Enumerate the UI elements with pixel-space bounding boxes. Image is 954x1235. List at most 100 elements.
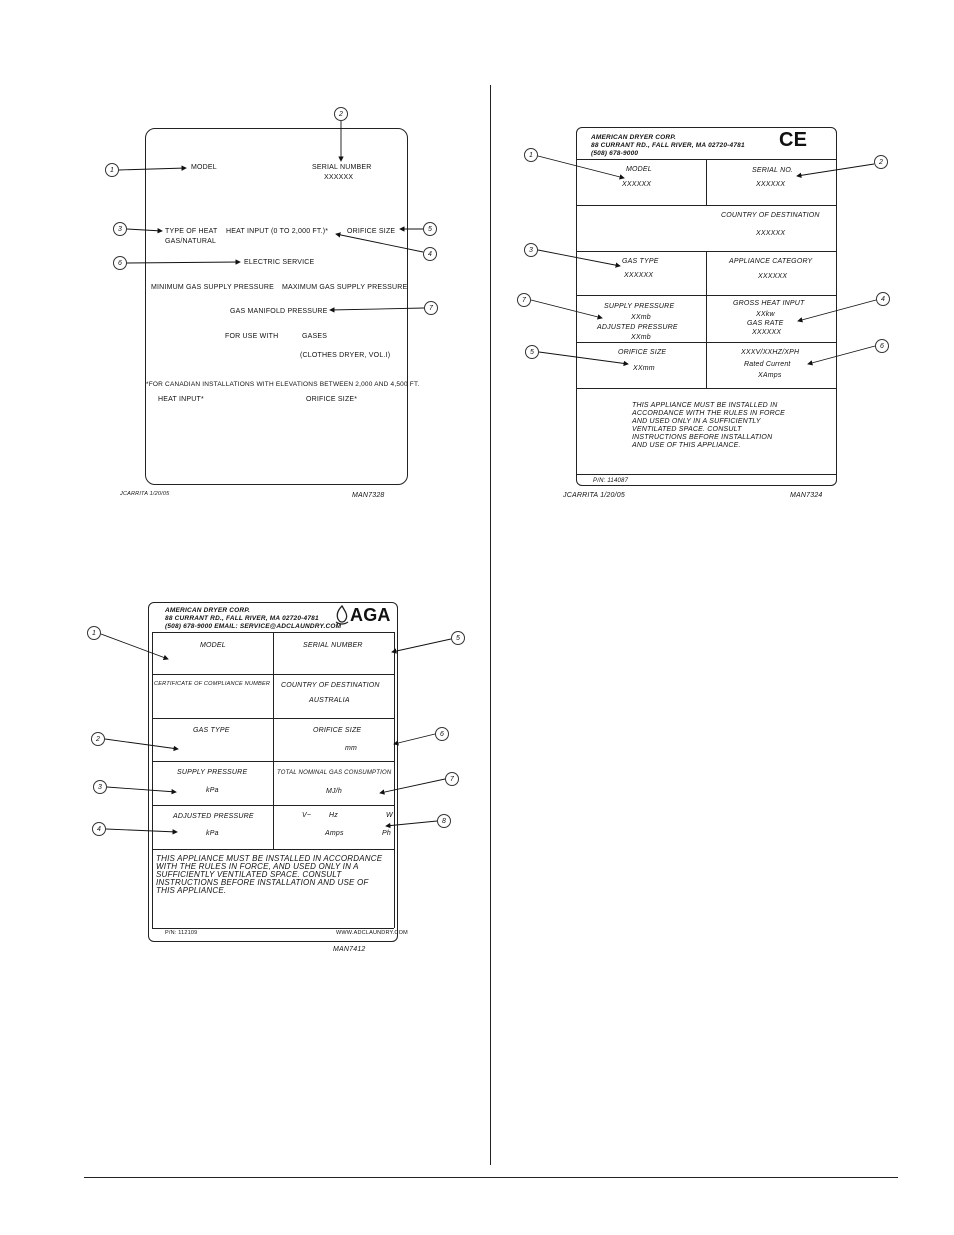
- plate-b-amps: XAmps: [758, 372, 782, 379]
- notice-line: THIS APPLIANCE MUST BE INSTALLED IN: [632, 402, 778, 409]
- plate-b-man: MAN7324: [790, 492, 823, 499]
- plate-c-web: WWW.ADCLAUNDRY.COM: [336, 930, 408, 936]
- plate-b-rated-current: Rated Current: [744, 361, 791, 368]
- plate-c-hz: Hz: [329, 812, 338, 819]
- plate-b-callout-4: 4: [876, 292, 890, 306]
- notice-line: AND USED ONLY IN A SUFFICIENTLY: [632, 418, 761, 425]
- plate-a: [145, 128, 408, 485]
- plate-c-mjh: MJ/h: [326, 788, 342, 795]
- plate-b-grid: [706, 159, 707, 205]
- plate-c-ph: Ph: [382, 830, 391, 837]
- plate-b-serial: SERIAL NO.: [752, 167, 794, 174]
- aga-logo-icon: [335, 604, 349, 625]
- plate-a-electric-service: ELECTRIC SERVICE: [244, 259, 315, 266]
- plate-a-man: MAN7328: [352, 492, 385, 499]
- plate-b-gas-type: GAS TYPE: [622, 258, 659, 265]
- plate-c-supply: SUPPLY PRESSURE: [177, 769, 248, 776]
- plate-b-callout-2: 2: [874, 155, 888, 169]
- plate-b-gas-rate-value: XXXXXX: [752, 329, 782, 336]
- plate-a-for-use-with: FOR USE WITH: [225, 333, 279, 340]
- plate-a-heat-input-2: HEAT INPUT*: [158, 396, 204, 403]
- plate-c-callout-7: 7: [445, 772, 459, 786]
- plate-b-grid: [576, 205, 837, 206]
- plate-c-gas-type: GAS TYPE: [193, 727, 230, 734]
- plate-b-orifice: ORIFICE SIZE: [618, 349, 667, 356]
- plate-b-supply-pressure: SUPPLY PRESSURE: [604, 303, 675, 310]
- plate-a-serial-number: SERIAL NUMBER: [312, 164, 372, 171]
- plate-a-callout-3: 3: [113, 222, 127, 236]
- notice-line: INSTRUCTIONS BEFORE INSTALLATION: [632, 434, 773, 441]
- notice-line: VENTILATED SPACE. CONSULT: [632, 426, 742, 433]
- plate-c-v: V~: [302, 812, 312, 819]
- plate-b-callout-6: 6: [875, 339, 889, 353]
- plate-c-country: COUNTRY OF DESTINATION: [281, 682, 380, 689]
- plate-c-callout-4: 4: [92, 822, 106, 836]
- plate-b-phone: (508) 678-9000: [591, 150, 639, 157]
- plate-c-consumption: TOTAL NOMINAL GAS CONSUMPTION: [277, 770, 392, 776]
- plate-b-address: 88 CURRANT RD., FALL RIVER, MA 02720-478…: [591, 142, 745, 149]
- plate-b-appliance-category-value: XXXXXX: [758, 273, 788, 280]
- plate-c-notice: THIS APPLIANCE MUST BE INSTALLED IN ACCO…: [156, 855, 382, 895]
- plate-a-callout-4: 4: [423, 247, 437, 261]
- plate-b-callout-7: 7: [517, 293, 531, 307]
- plate-c-grid: [152, 632, 153, 928]
- notice-line: INSTRUCTIONS BEFORE INSTALLATION AND USE…: [156, 878, 369, 887]
- plate-b-grid: [576, 474, 837, 475]
- plate-c-grid: [152, 928, 394, 929]
- notice-line: THIS APPLIANCE MUST BE INSTALLED IN ACCO…: [156, 854, 383, 863]
- plate-b-supply-value: XXmb: [631, 314, 651, 321]
- plate-b-callout-1: 1: [524, 148, 538, 162]
- plate-a-callout-2: 2: [334, 107, 348, 121]
- notice-line: SUFFICIENTLY VENTILATED SPACE. CONSULT: [156, 870, 342, 879]
- plate-b-author: JCARRITA 1/20/05: [563, 492, 625, 499]
- plate-c-kpa-1: kPa: [206, 787, 219, 794]
- plate-b-serial-value: XXXXXX: [756, 181, 786, 188]
- aga-logo-text: AGA: [350, 605, 391, 625]
- plate-b-orifice-value: XXmm: [633, 365, 655, 372]
- plate-a-type-of-heat: TYPE OF HEAT: [165, 228, 218, 235]
- plate-b-notice: THIS APPLIANCE MUST BE INSTALLED IN ACCO…: [632, 402, 785, 449]
- plate-a-gases: GASES: [302, 333, 328, 340]
- plate-b-grid: [576, 388, 837, 389]
- plate-a-canadian-note: *FOR CANADIAN INSTALLATIONS WITH ELEVATI…: [146, 381, 420, 388]
- plate-c-callout-6: 6: [435, 727, 449, 741]
- plate-c-model: MODEL: [200, 642, 226, 649]
- plate-a-min-gas: MINIMUM GAS SUPPLY PRESSURE: [151, 284, 274, 291]
- plate-a-author: JCARRITA 1/20/05: [120, 491, 170, 497]
- plate-a-heat-input: HEAT INPUT (0 TO 2,000 FT.)*: [226, 228, 329, 235]
- plate-a-model: MODEL: [191, 164, 217, 171]
- footer-rule: [84, 1177, 898, 1178]
- plate-b-model: MODEL: [626, 166, 652, 173]
- notice-line: WITH THE RULES IN FORCE, AND USED ONLY I…: [156, 862, 359, 871]
- plate-b-voltage: XXXV/XXHZ/XPH: [741, 349, 800, 356]
- plate-a-serial-value: XXXXXX: [324, 174, 354, 181]
- plate-b-gas-type-value: XXXXXX: [624, 272, 654, 279]
- plate-c-certificate: CERTIFICATE OF COMPLIANCE NUMBER: [154, 681, 271, 687]
- plate-c-mm: mm: [345, 745, 358, 752]
- plate-c-adjusted: ADJUSTED PRESSURE: [173, 813, 254, 820]
- plate-b-adjusted-value: XXmb: [631, 334, 651, 341]
- plate-b-gas-rate: GAS RATE: [747, 320, 784, 327]
- notice-line: AND USE OF THIS APPLIANCE.: [632, 442, 741, 449]
- plate-a-callout-6: 6: [113, 256, 127, 270]
- notice-line: THIS APPLIANCE.: [156, 886, 227, 895]
- plate-b-company: AMERICAN DRYER CORP.: [591, 134, 677, 141]
- notice-line: ACCORDANCE WITH THE RULES IN FORCE: [632, 410, 786, 417]
- plate-a-gas-natural: GAS/NATURAL: [165, 238, 217, 245]
- plate-b-appliance-category: APPLIANCE CATEGORY: [729, 258, 813, 265]
- plate-c-grid: [152, 849, 394, 850]
- plate-b-gross-value: XXkw: [756, 311, 775, 318]
- plate-b-gross-heat: GROSS HEAT INPUT: [733, 300, 805, 307]
- plate-c-pn: P/N: 112109: [165, 930, 198, 936]
- plate-c-man: MAN7412: [333, 946, 366, 953]
- plate-a-manifold: GAS MANIFOLD PRESSURE: [230, 308, 328, 315]
- plate-b-country: COUNTRY OF DESTINATION: [721, 212, 820, 219]
- plate-c-phone-email: (508) 678-9000 EMAIL: SERVICE@ADCLAUNDRY…: [165, 623, 342, 630]
- plate-c-callout-2: 2: [91, 732, 105, 746]
- plate-c-callout-8: 8: [437, 814, 451, 828]
- plate-a-clothes-dryer: (CLOTHES DRYER, VOL.I): [300, 352, 391, 359]
- plate-a-callout-7: 7: [424, 301, 438, 315]
- plate-b-grid: [706, 251, 707, 388]
- plate-c-orifice: ORIFICE SIZE: [313, 727, 362, 734]
